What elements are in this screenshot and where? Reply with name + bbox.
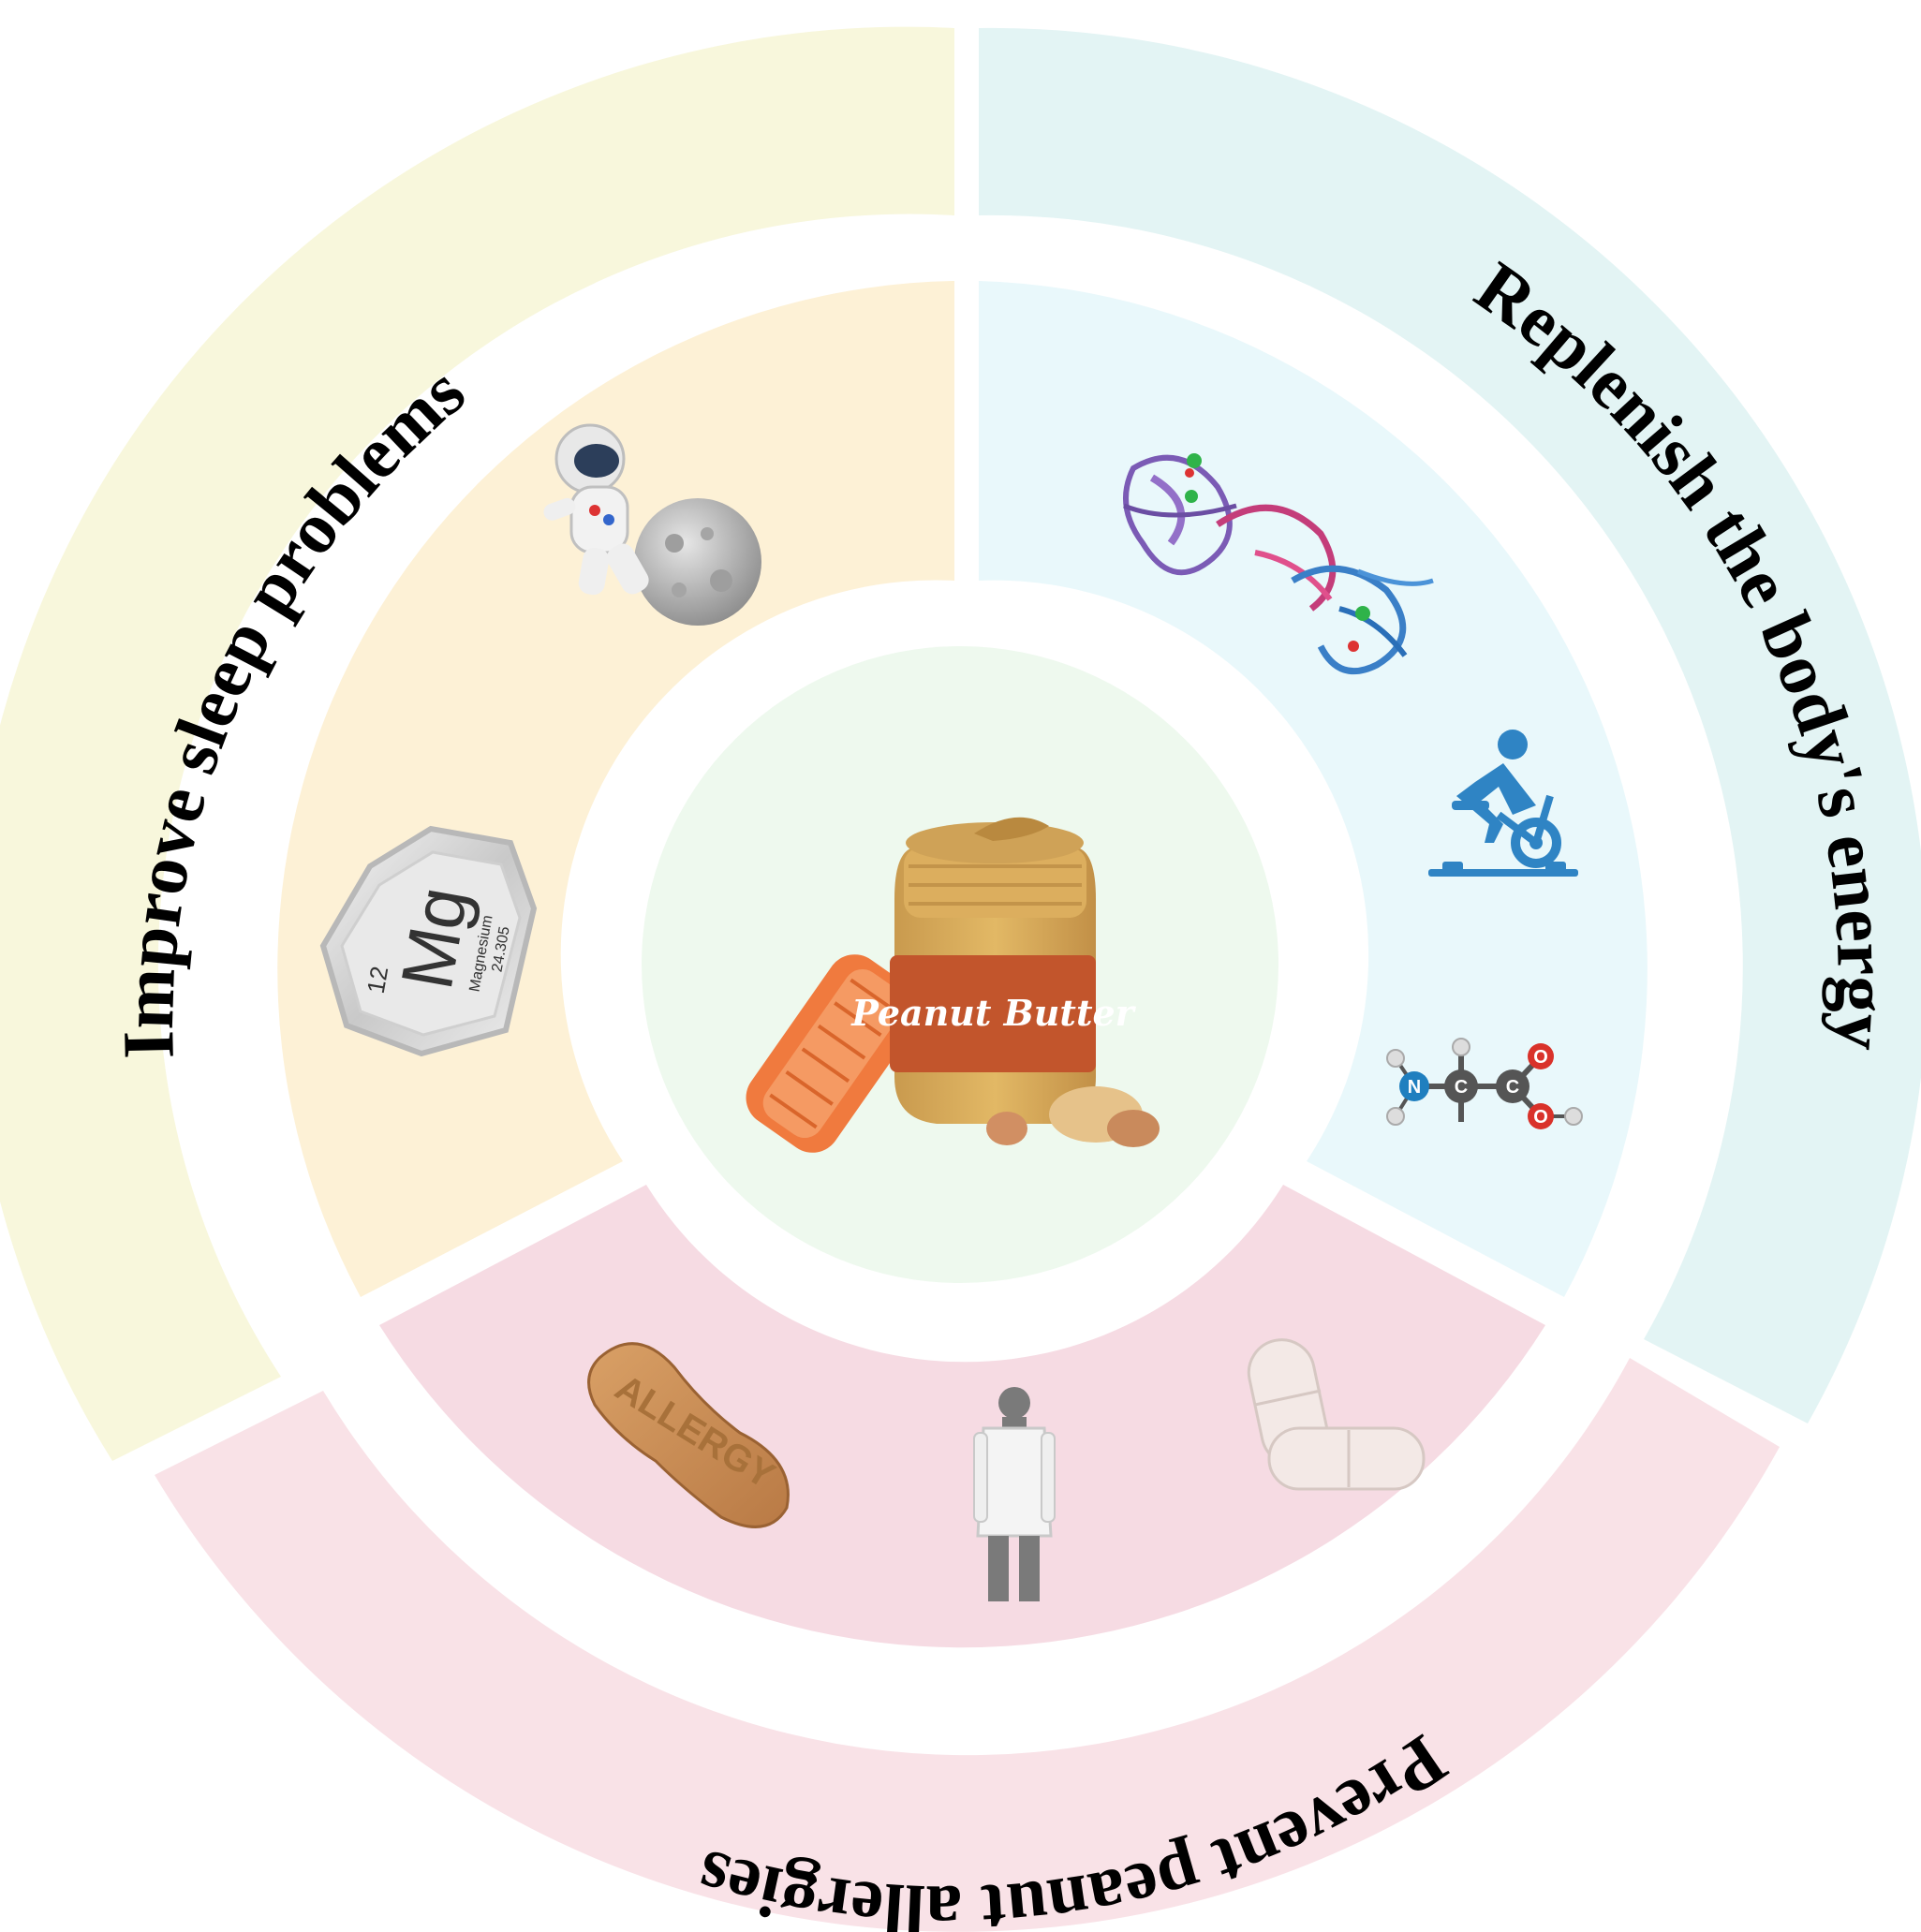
svg-text:O: O	[1533, 1107, 1548, 1128]
jar-label: Peanut Butter	[850, 992, 1136, 1034]
doctor-figure-icon	[973, 1387, 1056, 1601]
amino-acid-molecule-icon: N C C O O	[1386, 1038, 1583, 1129]
protein-structure-icon	[1123, 453, 1434, 675]
astronaut-on-moon-icon	[543, 423, 761, 626]
inner-sector-energy	[979, 281, 1648, 1297]
svg-text:N: N	[1408, 1077, 1421, 1098]
inner-sector-allergy	[379, 1185, 1545, 1648]
jar-lid-icon	[746, 954, 922, 1153]
svg-text:C: C	[1455, 1077, 1468, 1098]
outer-sector-allergy	[155, 1358, 1780, 1932]
svg-text:O: O	[1533, 1047, 1548, 1068]
tablets-icon	[1247, 1338, 1426, 1491]
peanut-butter-jar-icon: Peanut Butter	[746, 817, 1160, 1153]
mg-symbol: Mg	[385, 880, 483, 995]
exercise-bike-icon	[1428, 730, 1578, 877]
mg-atomic-number: 12	[362, 964, 394, 995]
outer-sector-sleep	[0, 26, 954, 1461]
svg-text:C: C	[1506, 1077, 1519, 1098]
magnesium-tile-icon: 12 Mg Magnesium 24.305	[319, 825, 538, 1057]
outer-ring	[0, 26, 1921, 1932]
outer-sector-energy	[979, 27, 1921, 1423]
